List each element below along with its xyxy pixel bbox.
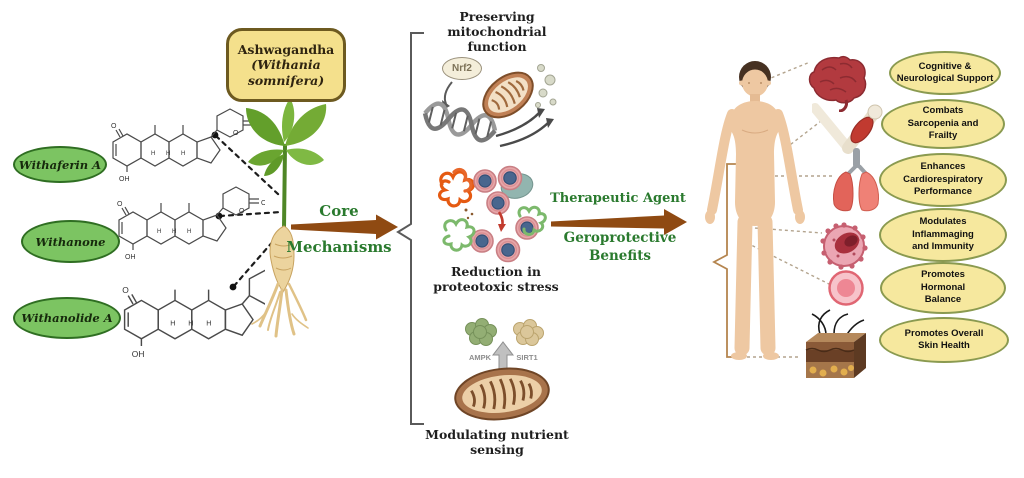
mechanism-1-title: Preserving mitochondrial function	[447, 9, 547, 54]
plant-title-line: (Withania	[251, 57, 321, 73]
mechanisms-label: Mechanisms	[286, 238, 392, 256]
mechanism-2-title: Reduction in proteotoxic stress	[433, 264, 559, 294]
mitochondria-icon	[482, 71, 534, 119]
muscle-arm-icon	[812, 103, 883, 154]
compound-oval-withanolide-a: Withanolide A	[13, 297, 121, 339]
ampk-protein-icon	[465, 318, 497, 346]
body-to-icon-connectors	[740, 61, 833, 358]
core-label: Core	[319, 202, 359, 220]
protein-aggregate-icon	[438, 167, 475, 208]
geroprotective-benefits-label: Geroprotective Benefits	[563, 230, 677, 264]
boost-arrows	[495, 111, 550, 148]
mechanisms-bracket	[396, 32, 424, 425]
compound-label: Withanone	[35, 234, 106, 249]
immune-cell-icon	[820, 222, 868, 270]
hormone-cell-icon	[828, 270, 864, 306]
released-molecules	[535, 64, 557, 108]
brain-icon	[808, 55, 867, 112]
plant-icon	[246, 98, 327, 338]
compound-label: Withanolide A	[21, 311, 113, 325]
sirt1-label: SIRT1	[516, 353, 538, 362]
nutrient-sensing-illustration	[454, 318, 550, 421]
compound-to-plant-connectors	[214, 134, 284, 288]
compound-oval-withanone: Withanone	[21, 220, 120, 263]
nrf2-arrow	[443, 81, 453, 105]
compound-label: Withaferin A	[18, 157, 102, 172]
therapeutic-arrow	[551, 209, 687, 235]
dna-helix-icon	[422, 101, 498, 143]
human-body-icon	[705, 61, 805, 360]
plant-title-line: somnifera)	[247, 72, 325, 88]
connector-dots	[211, 131, 237, 291]
lungs-icon	[833, 148, 879, 212]
therapeutic-agent-label: Therapeutic Agent	[550, 191, 686, 206]
chaperone-proteins	[442, 205, 547, 252]
benefit-oval-cognitive: Cognitive &Neurological Support	[889, 51, 1001, 95]
sirt1-protein-icon	[513, 319, 544, 346]
mechanism-3-title: Modulating nutrient sensing	[425, 427, 569, 457]
mitochondria-nrf2-illustration	[422, 64, 557, 148]
core-mechanisms-arrow	[291, 214, 398, 240]
nrf2-badge: Nrf2	[442, 57, 482, 80]
plant-title-box: Ashwagandha (Withania somnifera)	[226, 28, 346, 102]
compound-oval-withaferin-a: Withaferin A	[13, 146, 107, 183]
ampk-label: AMPK	[468, 353, 492, 362]
body-bracket	[712, 163, 757, 358]
plant-title-line: Ashwagandha	[237, 41, 335, 57]
skin-layers-icon	[805, 309, 866, 378]
mitochondria-icon	[454, 367, 550, 421]
stress-arrow	[497, 211, 504, 227]
cell-cluster-illustration	[438, 165, 547, 263]
